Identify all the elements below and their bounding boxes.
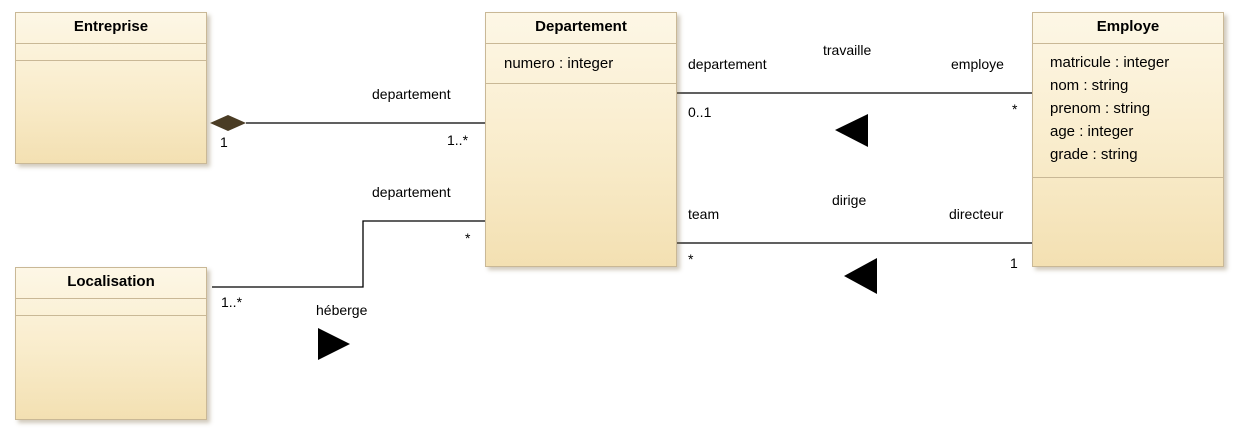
role-label-departement: departement	[688, 56, 767, 72]
multiplicity-departement: *	[465, 230, 471, 246]
class-name: Departement	[486, 13, 676, 44]
multiplicity-entreprise: 1	[220, 134, 228, 150]
class-attributes-compartment	[16, 299, 206, 316]
role-label-departement: departement	[372, 184, 451, 200]
association-name-travaille: travaille	[823, 42, 872, 58]
role-label-employe: employe	[951, 56, 1004, 72]
class-localisation[interactable]: Localisation	[15, 267, 207, 420]
role-label-departement: departement	[372, 86, 451, 102]
class-entreprise[interactable]: Entreprise	[15, 12, 207, 164]
attribute: nom : string	[1050, 77, 1129, 94]
class-name: Entreprise	[16, 13, 206, 44]
class-attributes-compartment: numero : integer	[486, 44, 676, 84]
class-departement[interactable]: Departement numero : integer	[485, 12, 677, 267]
multiplicity-localisation: 1..*	[221, 294, 243, 310]
class-attributes-compartment: matricule : integer nom : string prenom …	[1033, 44, 1223, 178]
attribute: prenom : string	[1050, 100, 1151, 117]
attribute: numero : integer	[504, 55, 614, 72]
class-name: Localisation	[16, 268, 206, 299]
dirige-direction-arrow-icon	[844, 258, 877, 294]
multiplicity-departement: 1..*	[447, 132, 469, 148]
role-label-team: team	[688, 206, 720, 222]
heberge-direction-arrow-icon	[318, 328, 350, 360]
heberge-association-line[interactable]	[212, 220, 485, 288]
association-name-heberge: héberge	[316, 302, 368, 318]
travaille-direction-arrow-icon	[835, 114, 868, 147]
multiplicity-employe: *	[1012, 101, 1018, 117]
multiplicity-departement: *	[688, 251, 694, 267]
role-label-directeur: directeur	[949, 206, 1004, 222]
composition-diamond-icon	[210, 115, 246, 131]
attribute: grade : string	[1050, 146, 1138, 163]
attribute: age : integer	[1050, 123, 1134, 140]
class-name: Employe	[1033, 13, 1223, 44]
multiplicity-departement: 0..1	[688, 104, 712, 120]
attribute: matricule : integer	[1050, 54, 1170, 71]
association-name-dirige: dirige	[832, 192, 867, 208]
multiplicity-employe: 1	[1010, 255, 1018, 271]
class-employe[interactable]: Employe matricule : integer nom : string…	[1032, 12, 1224, 267]
class-attributes-compartment	[16, 44, 206, 61]
